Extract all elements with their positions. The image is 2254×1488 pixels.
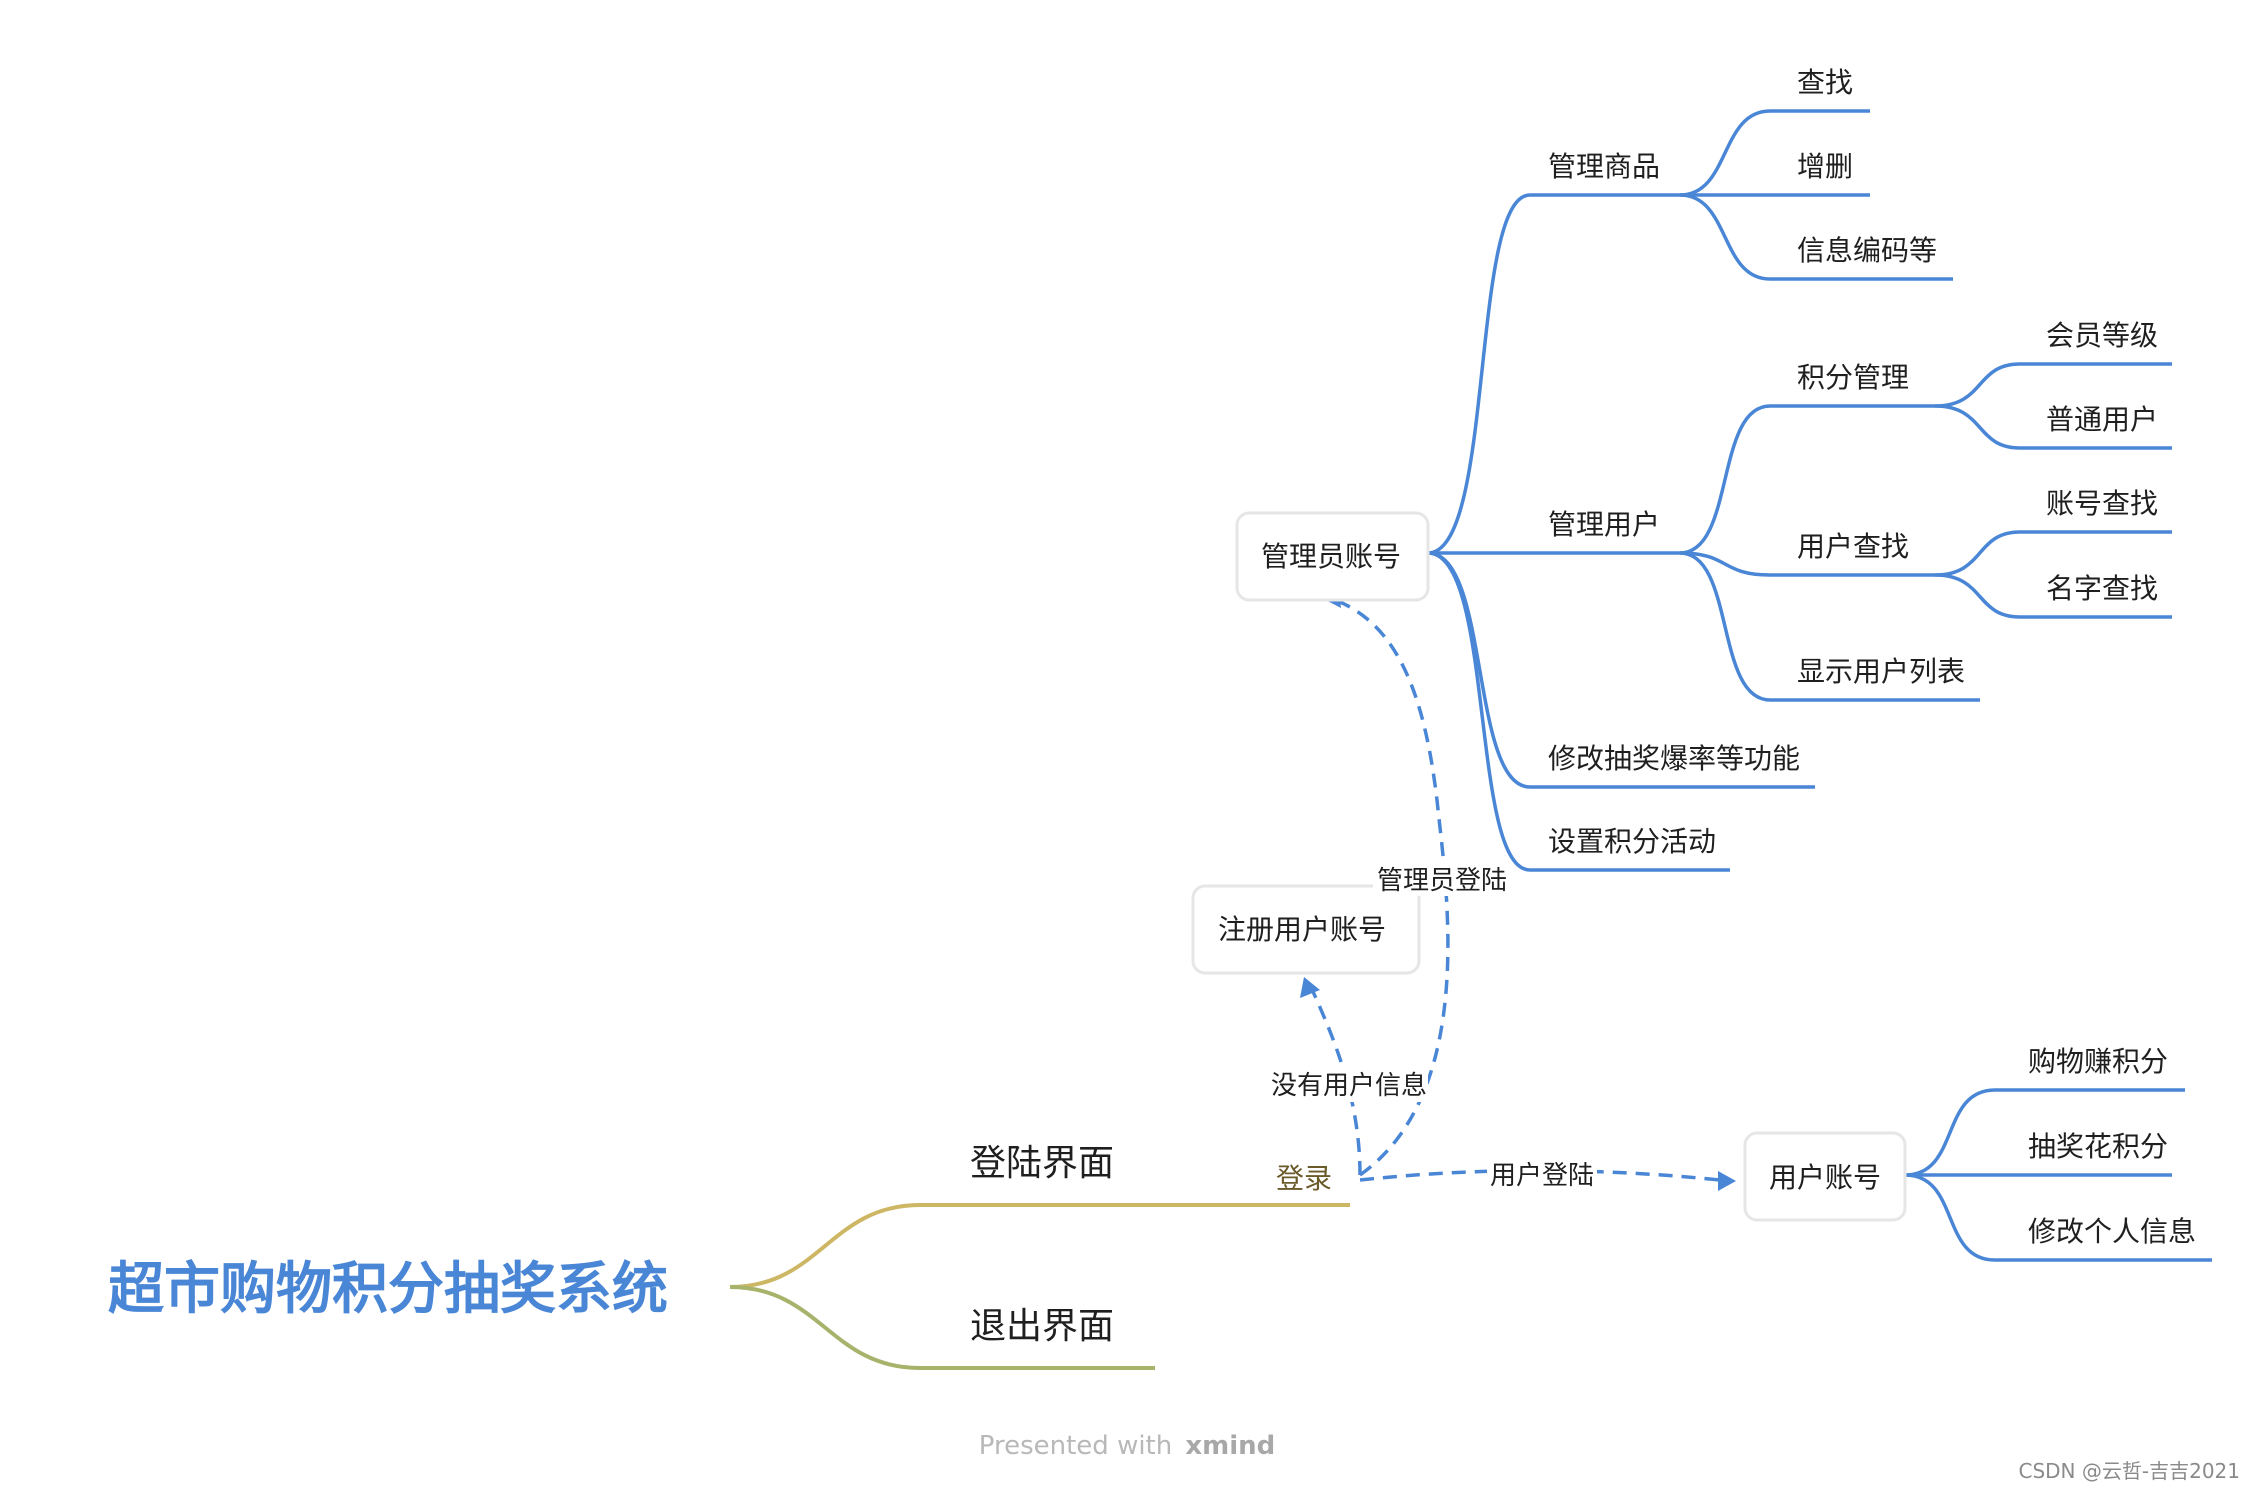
footer-prefix: Presented with: [979, 1431, 1172, 1461]
csdn-watermark: CSDN @云哲-吉吉2021: [2019, 1459, 2241, 1483]
edge-search-account: [1934, 530, 2172, 577]
footer-presented-with: Presented with xmind: [979, 1431, 1275, 1461]
footer-xmind-logo: xmind: [1185, 1431, 1275, 1461]
edge-admin-manage-goods: [1427, 193, 1680, 555]
topic-modify-personal-info[interactable]: 修改个人信息: [2028, 1215, 2196, 1248]
topic-modify-lottery[interactable]: 修改抽奖爆率等功能: [1548, 742, 1800, 775]
edge-goods-find: [1679, 109, 1870, 197]
branch-line-exit: [729, 1285, 1155, 1370]
edge-user-modify: [1904, 1173, 2212, 1262]
edge-goods-code: [1679, 193, 1953, 281]
edge-user-earn: [1904, 1088, 2185, 1177]
topic-user-list[interactable]: 显示用户列表: [1797, 655, 1965, 688]
node-user-account[interactable]: 用户账号: [1769, 1161, 1881, 1194]
edge-users-search: [1679, 551, 1935, 577]
topic-member-level[interactable]: 会员等级: [2046, 319, 2158, 352]
relation-label-user-login[interactable]: 用户登陆: [1490, 1161, 1594, 1191]
topic-goods-find[interactable]: 查找: [1797, 66, 1853, 99]
edge-users-list: [1679, 551, 1980, 702]
relation-arrow-user-login: [1718, 1171, 1736, 1191]
topic-manage-users[interactable]: 管理用户: [1548, 508, 1660, 541]
node-box-user[interactable]: [1743, 1131, 1907, 1222]
edge-users-points: [1679, 404, 1935, 555]
relation-label-admin-login[interactable]: 管理员登陆: [1377, 866, 1507, 896]
topic-name-search[interactable]: 名字查找: [2046, 572, 2158, 605]
relation-label-bg: [1268, 1068, 1428, 1102]
topic-normal-user[interactable]: 普通用户: [2046, 403, 2158, 436]
relation-label-bg: [1373, 862, 1507, 896]
branch-line-login: [729, 1203, 1350, 1289]
relation-label-no-user-info[interactable]: 没有用户信息: [1271, 1071, 1427, 1101]
root-topic-title[interactable]: 超市购物积分抽奖系统: [108, 1257, 668, 1322]
topic-account-search[interactable]: 账号查找: [2046, 487, 2158, 520]
node-admin-account[interactable]: 管理员账号: [1261, 540, 1401, 573]
topic-user-search[interactable]: 用户查找: [1797, 530, 1909, 563]
topic-lottery-spend-points[interactable]: 抽奖花积分: [2028, 1130, 2168, 1163]
relation-label-bg: [1487, 1158, 1597, 1192]
node-register-account[interactable]: 注册用户账号: [1218, 913, 1386, 946]
edge-admin-set-activity: [1427, 551, 1730, 872]
edge-search-name: [1934, 573, 2172, 619]
topic-shopping-earn-points[interactable]: 购物赚积分: [2028, 1045, 2168, 1078]
topic-points-management[interactable]: 积分管理: [1797, 361, 1909, 394]
node-box-admin[interactable]: [1235, 511, 1430, 602]
branch-exit-screen[interactable]: 退出界面: [970, 1306, 1114, 1347]
topic-goods-info-code[interactable]: 信息编码等: [1797, 234, 1937, 267]
topic-set-activity[interactable]: 设置积分活动: [1548, 825, 1716, 858]
edge-points-member: [1934, 362, 2172, 408]
topic-manage-goods[interactable]: 管理商品: [1548, 150, 1660, 183]
topic-goods-add-delete[interactable]: 增删: [1797, 150, 1853, 183]
branch-login-screen[interactable]: 登陆界面: [970, 1143, 1114, 1184]
edge-points-normal: [1934, 404, 2172, 450]
relation-arrow-no-user-info: [1300, 977, 1320, 998]
branch-login-action[interactable]: 登录: [1276, 1162, 1332, 1195]
node-box-register[interactable]: [1191, 884, 1421, 975]
